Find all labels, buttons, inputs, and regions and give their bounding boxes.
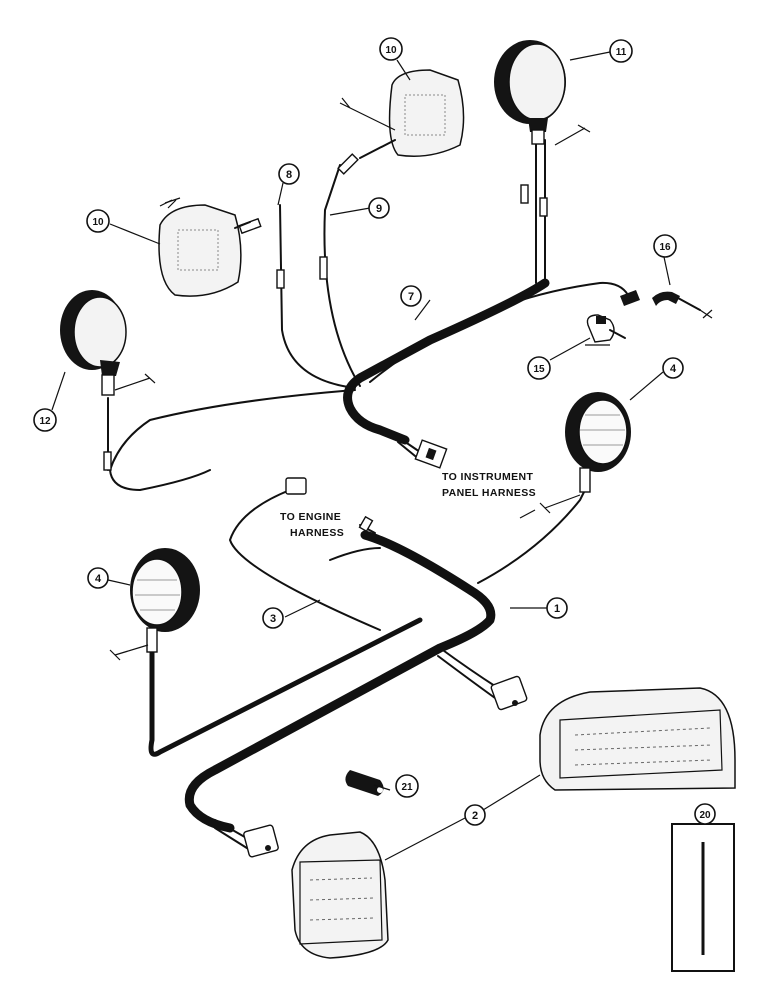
svg-text:11: 11 xyxy=(616,47,627,58)
headlamp-lower xyxy=(291,831,389,959)
wire-connector xyxy=(520,184,529,204)
callout-21: 21 xyxy=(395,774,419,798)
callout-3: 3 xyxy=(262,607,284,629)
svg-text:16: 16 xyxy=(659,242,671,253)
callout-20: 20 xyxy=(694,803,716,825)
callout-1: 1 xyxy=(546,597,568,619)
round-lamp-11 xyxy=(494,40,591,146)
callout-4-left: 4 xyxy=(87,567,109,589)
engine-harness-note: TO ENGINE HARNESS xyxy=(280,511,344,539)
lower-right-connector xyxy=(490,675,528,711)
callout-10-top: 10 xyxy=(379,37,403,61)
instrument-panel-connector xyxy=(394,434,448,469)
svg-text:15: 15 xyxy=(533,364,545,375)
harness-connector xyxy=(285,477,307,495)
wire-connector xyxy=(103,451,112,471)
lower-harness xyxy=(184,489,586,851)
wire-connector xyxy=(276,269,285,289)
upper-harness xyxy=(107,139,629,491)
svg-text:HARNESS: HARNESS xyxy=(290,527,344,539)
svg-text:7: 7 xyxy=(408,291,414,303)
work-lamp-left xyxy=(109,548,200,661)
wire-connector xyxy=(319,256,328,280)
svg-text:3: 3 xyxy=(270,613,276,625)
callout-9: 9 xyxy=(368,197,390,219)
callout-12: 12 xyxy=(33,408,57,432)
switch-15 xyxy=(585,314,626,346)
svg-text:9: 9 xyxy=(376,203,382,215)
work-lamp-right xyxy=(539,392,631,514)
svg-text:1: 1 xyxy=(554,603,560,615)
lower-left-connector xyxy=(243,824,279,858)
wire-connector xyxy=(539,197,548,217)
svg-text:4: 4 xyxy=(95,573,102,585)
engine-harness-connector xyxy=(358,515,376,534)
leader-lines xyxy=(51,51,671,861)
part-20-box xyxy=(671,823,735,972)
harness-3 xyxy=(148,489,423,757)
callout-2: 2 xyxy=(464,804,486,826)
wire-connector xyxy=(337,153,359,175)
square-lamp-left xyxy=(158,197,251,297)
svg-text:PANEL HARNESS: PANEL HARNESS xyxy=(442,487,536,499)
svg-text:TO ENGINE: TO ENGINE xyxy=(280,511,341,523)
callout-7: 7 xyxy=(400,285,422,307)
callout-11: 11 xyxy=(609,39,633,63)
connector-16 xyxy=(620,290,713,319)
svg-text:20: 20 xyxy=(699,810,711,821)
svg-text:10: 10 xyxy=(92,217,104,228)
round-lamp-12 xyxy=(60,290,156,396)
callout-4-right: 4 xyxy=(662,357,684,379)
svg-text:10: 10 xyxy=(385,45,397,56)
callout-8: 8 xyxy=(278,163,300,185)
callout-16: 16 xyxy=(653,234,677,258)
terminal-21 xyxy=(345,770,384,796)
callout-10-left: 10 xyxy=(86,209,110,233)
svg-text:8: 8 xyxy=(286,169,292,181)
ground-symbols xyxy=(159,199,536,519)
headlamp-upper xyxy=(539,687,736,791)
callout-15: 15 xyxy=(527,356,551,380)
svg-text:12: 12 xyxy=(39,416,51,427)
square-lamp-top xyxy=(339,69,465,159)
svg-text:2: 2 xyxy=(472,810,478,822)
svg-text:21: 21 xyxy=(401,782,413,793)
svg-text:4: 4 xyxy=(670,363,677,375)
instrument-panel-harness-note: TO INSTRUMENT PANEL HARNESS xyxy=(442,471,536,499)
svg-text:TO INSTRUMENT: TO INSTRUMENT xyxy=(442,471,534,483)
